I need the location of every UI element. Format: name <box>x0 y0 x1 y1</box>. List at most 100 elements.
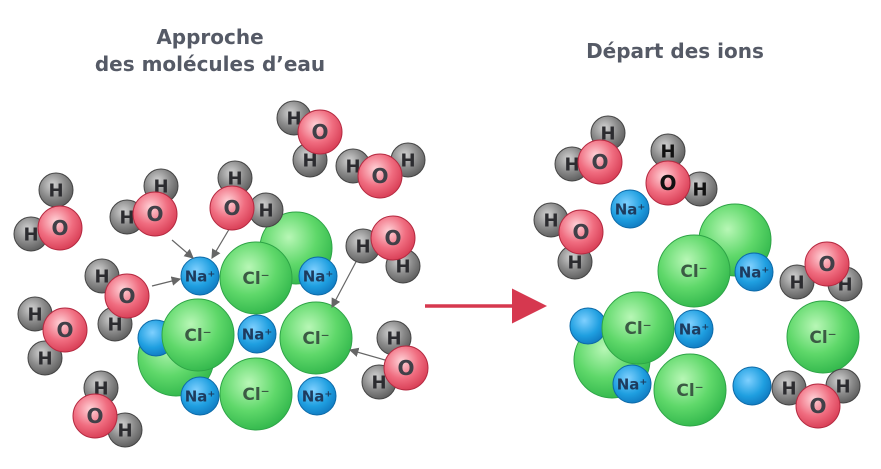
chloride-ion <box>279 301 353 375</box>
oxygen-atom <box>645 160 691 206</box>
hydrogen-label: H <box>600 123 615 144</box>
water-molecule: HHO <box>361 320 429 400</box>
oxygen-label: O <box>86 404 103 428</box>
sodium-ion <box>732 366 772 406</box>
oxygen-label: O <box>384 226 401 250</box>
sodium-sphere <box>237 314 277 354</box>
chloride-sphere <box>653 353 727 427</box>
hydrogen-label: H <box>302 150 317 171</box>
approach-arrow <box>171 239 194 259</box>
hydrogen-label: H <box>117 420 132 441</box>
hydrogen-label: H <box>543 210 558 231</box>
sodium-sphere <box>610 189 650 229</box>
chloride-label: Cl⁻ <box>184 326 211 346</box>
approach-arrow <box>151 276 182 287</box>
sodium-sphere <box>674 309 714 349</box>
hydrogen-label: H <box>345 156 360 177</box>
hydrogen-label: H <box>258 200 273 221</box>
sodium-label: Na⁺ <box>185 387 216 405</box>
chloride-ion <box>161 298 235 372</box>
chloride-label: Cl⁻ <box>809 328 836 348</box>
right-title: Départ des ions <box>586 39 764 63</box>
oxygen-atom <box>42 307 88 353</box>
oxygen-atom <box>132 191 178 237</box>
chloride-ion <box>219 241 293 315</box>
sodium-sphere <box>732 366 772 406</box>
chloride-label: Cl⁻ <box>676 381 703 401</box>
sodium-label: Na⁺ <box>303 267 334 285</box>
hydrogen-label: H <box>564 154 579 175</box>
oxygen-label: O <box>371 164 388 188</box>
sodium-ion <box>674 309 714 349</box>
chloride-sphere <box>601 291 675 365</box>
chloride-sphere <box>219 241 293 315</box>
chloride-label: Cl⁻ <box>242 269 269 289</box>
oxygen-atom <box>104 273 150 319</box>
oxygen-atom <box>72 393 118 439</box>
chloride-label: Cl⁻ <box>242 385 269 405</box>
sodium-ion <box>180 376 220 416</box>
oxygen-atom <box>209 185 255 231</box>
hydrogen-label: H <box>371 372 386 393</box>
oxygen-label: O <box>809 394 826 418</box>
oxygen-label: O <box>146 202 163 226</box>
oxygen-label: O <box>311 120 328 144</box>
water-molecule: HHO <box>276 100 343 178</box>
water-molecule: H HO <box>17 296 88 376</box>
chloride-label: Cl⁻ <box>624 319 651 339</box>
oxygen-atom <box>558 209 604 255</box>
sodium-ion <box>298 256 338 296</box>
oxygen-label: O <box>591 150 608 174</box>
chloride-ion <box>219 357 293 431</box>
left-title: Approche des molécules d’eau <box>80 24 340 78</box>
oxygen-label: O <box>818 252 835 276</box>
left-title-line2: des molécules d’eau <box>94 52 326 76</box>
oxygen-label: O <box>397 356 414 380</box>
water-molecule: HHO <box>84 258 150 342</box>
sodium-label: Na⁺ <box>739 263 770 281</box>
sodium-ion <box>734 252 774 292</box>
water-molecule: HHO <box>209 160 284 231</box>
hydrogen-label: H <box>692 179 707 200</box>
hydrogen-label: H <box>355 236 370 257</box>
oxygen-atom <box>37 205 83 251</box>
oxygen-label: O <box>118 284 135 308</box>
chloride-ion <box>657 234 731 308</box>
sodium-label: Na⁺ <box>679 320 710 338</box>
hydrogen-label: H <box>37 348 52 369</box>
water-molecule: HHO <box>533 202 604 280</box>
hydrogen-label: H <box>119 207 134 228</box>
sodium-ion <box>610 189 650 229</box>
chloride-ion <box>786 300 860 374</box>
hydrogen-label: H <box>48 180 63 201</box>
hydrogen-label: H <box>27 304 42 325</box>
hydrogen-label: H <box>660 141 675 162</box>
oxygen-atom <box>804 241 850 287</box>
sodium-sphere <box>569 307 607 345</box>
chloride-label: Cl⁻ <box>302 329 329 349</box>
hydrogen-label: H <box>400 150 415 171</box>
sodium-sphere <box>297 376 337 416</box>
hydrogen-label: H <box>227 168 242 189</box>
sodium-label: Na⁺ <box>242 325 273 343</box>
water-molecule: HHO <box>72 370 143 448</box>
hydrogen-label: H <box>781 378 796 399</box>
oxygen-atom <box>795 383 841 429</box>
sodium-sphere <box>612 364 652 404</box>
chloride-ion <box>653 353 727 427</box>
water-molecule: HHO <box>645 133 718 207</box>
approach-arrow <box>211 225 232 260</box>
sodium-label: Na⁺ <box>302 387 333 405</box>
hydrogen-atom <box>27 340 63 376</box>
hydrogen-label: H <box>789 272 804 293</box>
chloride-sphere <box>657 234 731 308</box>
chloride-label: Cl⁻ <box>680 262 707 282</box>
left-title-line1: Approche <box>156 25 264 49</box>
water-molecule: HHO <box>345 215 421 284</box>
oxygen-label: O <box>56 318 73 342</box>
oxygen-atom <box>297 109 343 155</box>
